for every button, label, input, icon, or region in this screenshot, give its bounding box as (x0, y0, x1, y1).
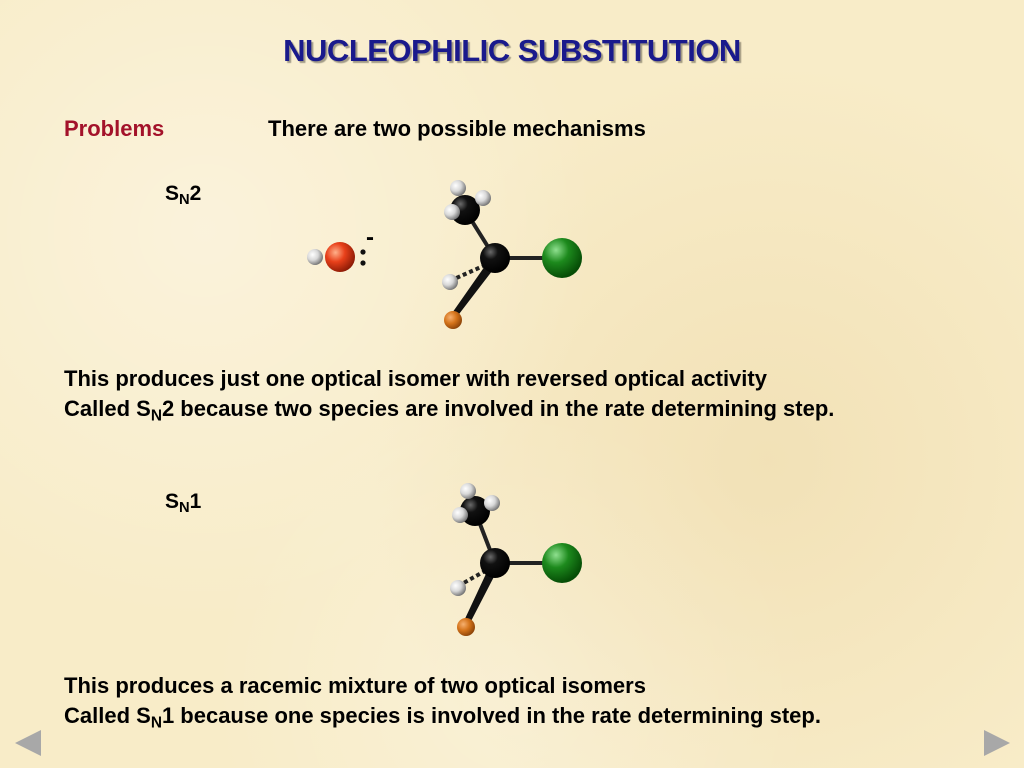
triangle-right-icon[interactable] (984, 730, 1010, 756)
hydrogen-atom (484, 495, 500, 511)
central-carbon-atom (480, 243, 510, 273)
sn1-suffix: 1 (189, 490, 202, 513)
sn2-subscript: N (179, 192, 190, 209)
chlorine-atom (542, 543, 582, 583)
sn1-line-2-suffix: 1 because one species is involved in the… (161, 703, 821, 728)
hydrogen-atom (307, 249, 323, 265)
triangle-left-icon[interactable] (15, 730, 41, 756)
lone-pair-dot (360, 260, 366, 266)
chlorine-atom (542, 238, 582, 278)
hydrogen-atom (442, 274, 458, 290)
sn1-line-2-prefix: Called S (64, 703, 151, 728)
oxygen-atom (325, 242, 355, 272)
substituent-atom (457, 618, 475, 636)
sn2-prefix: S (165, 182, 180, 205)
sn1-line-2-subscript: N (150, 714, 162, 732)
problems-label: Problems (64, 116, 165, 141)
central-carbon-atom (480, 548, 510, 578)
hydrogen-atom (460, 483, 476, 499)
hydrogen-atom (452, 507, 468, 523)
sn1-line-2: Called SN1 because one species is involv… (64, 703, 821, 732)
intro-text: There are two possible mechanisms (268, 116, 646, 141)
dashed-bond (459, 565, 493, 587)
sn2-line-1: This produces just one optical isomer wi… (64, 366, 767, 391)
sn2-line-2-subscript: N (150, 407, 162, 425)
lone-pair-dot (360, 249, 366, 255)
sn1-prefix: S (165, 490, 180, 513)
sn1-substrate-model (450, 483, 582, 636)
sn1-heading: SN1 (165, 490, 201, 516)
hydroxide-ion-model: - (307, 224, 374, 272)
substituent-atom (444, 311, 462, 329)
sn2-line-2-suffix: 2 because two species are involved in th… (161, 396, 835, 421)
hydrogen-atom (450, 180, 466, 196)
hydrogen-atom (444, 204, 460, 220)
sn1-line-1: This produces a racemic mixture of two o… (64, 673, 646, 698)
sn2-line-2: Called SN2 because two species are invol… (64, 396, 834, 425)
slide-title: NUCLEOPHILIC SUBSTITUTION (283, 33, 741, 68)
sn2-suffix: 2 (189, 182, 202, 205)
wedge-bond (450, 256, 499, 318)
hydrogen-atom (450, 580, 466, 596)
negative-charge: - (366, 224, 374, 251)
sn2-line-2-prefix: Called S (64, 396, 151, 421)
sn1-subscript: N (179, 500, 190, 517)
methyl-carbon-atom (460, 496, 490, 526)
sn2-substrate-model (442, 180, 582, 329)
hydrogen-atom (475, 190, 491, 206)
sn2-heading: SN2 (165, 182, 201, 208)
